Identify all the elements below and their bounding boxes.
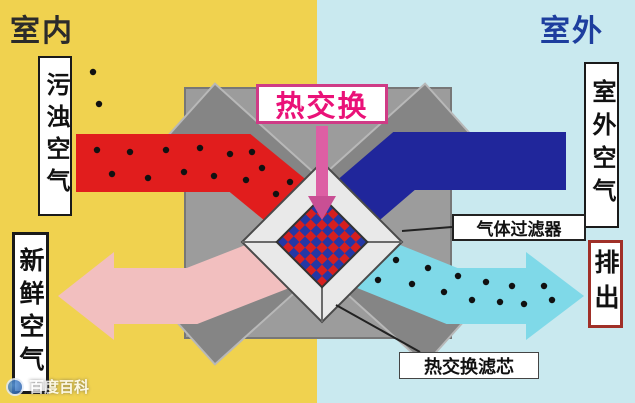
dirty-air-label: 污浊空气: [38, 56, 72, 216]
heat-exchange-pointer-arrow: [308, 126, 336, 220]
gas-filter-label: 气体过滤器: [452, 214, 586, 241]
exhaust-label: 排出: [588, 240, 623, 328]
core-callout-line: [335, 304, 421, 353]
heat-exchange-core: [240, 160, 404, 324]
heat-exchange-label: 热交换: [256, 84, 388, 124]
watermark: 百度百科: [6, 376, 89, 397]
gas-filter-callout-line: [401, 226, 453, 232]
outdoor-air-label: 室外空气: [584, 62, 619, 228]
exhaust-air-dots: [356, 256, 556, 308]
heat-exchange-core-label: 热交换滤芯: [399, 352, 539, 379]
outdoor-region-title: 室外: [540, 15, 604, 48]
baidu-logo-icon: [6, 377, 24, 396]
fresh-air-label: 新鲜空气: [12, 232, 49, 394]
core-checker-diamond: [275, 195, 369, 289]
watermark-text: 百度百科: [29, 379, 90, 396]
indoor-region-title: 室内: [10, 15, 74, 48]
